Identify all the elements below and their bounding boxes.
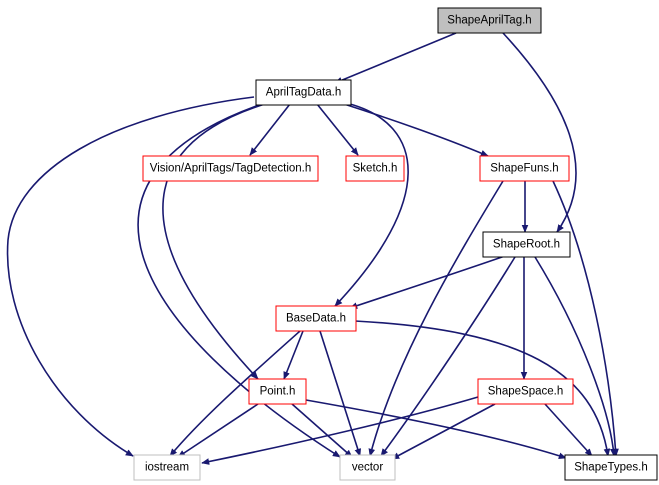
- edges: [6, 32, 619, 465]
- edge-basedata-to-shapetypes: [354, 320, 611, 457]
- edge-shapeapriltag-to-apriltagdata: [334, 32, 457, 84]
- edge-shaperoot-to-shapetypes: [534, 256, 617, 457]
- edge-point-to-shapetypes: [305, 399, 567, 459]
- edge-shapefuns-to-vector: [368, 180, 504, 457]
- edge-apriltagdata-to-shapefuns: [343, 103, 489, 157]
- node-shapetypes-h[interactable]: ShapeTypes.h: [564, 454, 658, 481]
- node-label: ShapeAprilTag.h: [447, 15, 531, 27]
- node-label: vector: [352, 462, 383, 474]
- node-label: ShapeTypes.h: [574, 462, 648, 474]
- edge-shapespace-to-shapetypes: [544, 403, 593, 457]
- edge-apriltagdata-to-basedata: [334, 103, 409, 307]
- edge-shaperoot-to-vector: [380, 256, 516, 457]
- node-label: iostream: [145, 462, 189, 474]
- edge-point-to-iostream: [177, 403, 259, 458]
- edge-apriltagdata-to-point: [162, 103, 266, 380]
- node-label: Vision/AprilTags/TagDetection.h: [150, 163, 312, 175]
- edge-apriltagdata-to-tagdetection: [249, 103, 291, 156]
- node-shaperoot-h[interactable]: ShapeRoot.h: [482, 231, 571, 258]
- node-label: ShapeSpace.h: [488, 386, 563, 398]
- edge-shapespace-to-iostream: [201, 396, 479, 465]
- edge-basedata-to-iostream: [169, 330, 301, 457]
- edge-basedata-to-point: [283, 330, 304, 380]
- node-shapeapriltag-h[interactable]: ShapeAprilTag.h: [437, 7, 542, 34]
- node-label: AprilTagData.h: [266, 87, 341, 99]
- node-label: Sketch.h: [353, 163, 398, 175]
- nodes: ShapeAprilTag.h AprilTagData.h Vision/Ap…: [133, 7, 658, 481]
- edge-shaperoot-to-basedata: [349, 255, 506, 309]
- node-label: Point.h: [260, 386, 296, 398]
- edge-shapefuns-to-shapetypes: [552, 180, 619, 457]
- node-basedata-h[interactable]: BaseData.h: [275, 305, 357, 332]
- node-tagdetection-h[interactable]: Vision/AprilTags/TagDetection.h: [142, 155, 319, 182]
- node-point-h[interactable]: Point.h: [248, 378, 307, 405]
- node-label: BaseData.h: [286, 313, 346, 325]
- node-shapespace-h[interactable]: ShapeSpace.h: [477, 378, 574, 405]
- edge-point-to-vector: [291, 403, 353, 458]
- node-apriltagdata-h[interactable]: AprilTagData.h: [255, 79, 352, 106]
- edge-basedata-to-vector: [319, 330, 362, 457]
- node-iostream[interactable]: iostream: [133, 454, 201, 481]
- edge-apriltagdata-to-sketch: [316, 103, 359, 156]
- node-shapefuns-h[interactable]: ShapeFuns.h: [479, 155, 570, 182]
- edge-apriltagdata-to-iostream: [6, 96, 255, 457]
- node-vector[interactable]: vector: [339, 454, 396, 481]
- node-label: ShapeRoot.h: [493, 239, 560, 251]
- node-label: ShapeFuns.h: [490, 163, 558, 175]
- edge-shapeapriltag-to-shaperoot: [502, 32, 577, 233]
- node-sketch-h[interactable]: Sketch.h: [345, 155, 405, 182]
- edge-shapespace-to-vector: [391, 403, 496, 460]
